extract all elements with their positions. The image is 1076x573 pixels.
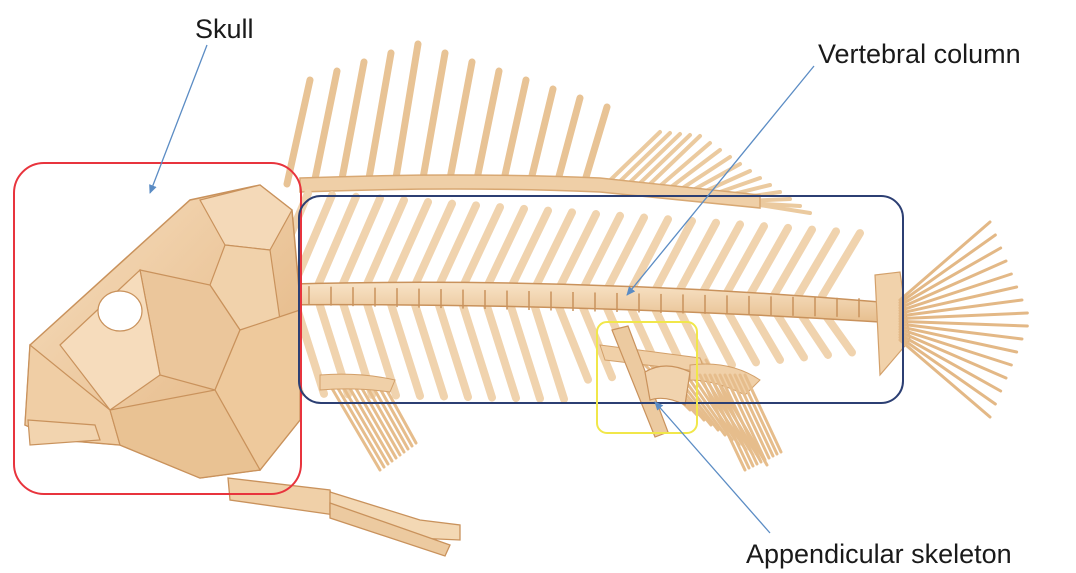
- dorsal-spine: [368, 53, 391, 184]
- skull-label: Skull: [195, 16, 254, 43]
- lower-jaw-bones: [228, 478, 460, 556]
- dorsal-spine: [341, 62, 364, 184]
- dorsal-spine: [422, 53, 445, 184]
- dorsal-spine: [530, 89, 553, 184]
- vertebral-column-label: Vertebral column: [818, 41, 1021, 68]
- pelvic-fin: [320, 374, 416, 470]
- dorsal-fin-base: [300, 175, 760, 208]
- caudal-fin: [875, 222, 1027, 417]
- dorsal-spine: [395, 44, 418, 184]
- dorsal-fin-spines: [287, 44, 607, 184]
- dorsal-spine: [287, 80, 310, 184]
- eye-socket: [98, 291, 142, 331]
- tail-ray: [900, 337, 995, 404]
- skull-bones: [25, 185, 300, 478]
- tail-ray: [900, 235, 995, 303]
- dorsal-spine: [584, 107, 607, 184]
- dorsal-spine: [314, 71, 337, 184]
- pelvic-bone: [645, 366, 690, 405]
- skull-pointer-arrow: [150, 45, 207, 193]
- dorsal-spine: [476, 71, 499, 184]
- dorsal-spine: [503, 80, 526, 184]
- dorsal-spine: [557, 98, 580, 184]
- appendicular-skeleton-label: Appendicular skeleton: [746, 541, 1012, 568]
- dorsal-spine: [449, 62, 472, 184]
